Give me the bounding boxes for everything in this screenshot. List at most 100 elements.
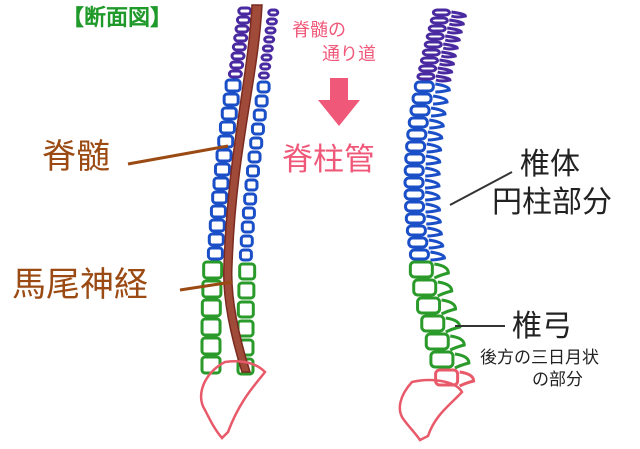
vertebral-arch xyxy=(427,226,443,238)
vertebral-body xyxy=(405,224,427,237)
vertebral-arch xyxy=(446,26,463,35)
annotation-line1: 脊髄の xyxy=(292,20,346,41)
vertebral-body xyxy=(408,248,430,261)
vertebral-body xyxy=(418,64,438,73)
vertebral-body xyxy=(227,69,243,79)
vertebral-body xyxy=(230,51,246,61)
vertebral-arch xyxy=(449,334,466,352)
vertebral-body xyxy=(429,350,455,369)
vertebral-body xyxy=(409,104,431,117)
vertebral-body xyxy=(215,148,233,163)
section-view-title: 【断面図】 xyxy=(62,6,173,31)
cauda-leader-line xyxy=(179,280,233,292)
annotation-line2: 通り道 xyxy=(322,44,376,65)
vertebral-arch xyxy=(426,214,442,226)
vertebral-arch xyxy=(424,190,441,202)
vertebral-body xyxy=(416,296,442,315)
vertebral-arch xyxy=(437,280,454,298)
vertebral-arch xyxy=(243,192,258,206)
vertebral-body xyxy=(233,33,249,43)
vertebral-arch xyxy=(427,130,444,142)
vertebral-arch xyxy=(425,154,442,166)
vertebral-body xyxy=(222,92,240,107)
vertebral-body xyxy=(431,8,451,17)
vertebral-body-label: 椎体 xyxy=(520,147,580,182)
vertebral-body xyxy=(200,317,222,337)
vertebral-arch xyxy=(426,142,443,154)
vertebral-body xyxy=(235,15,251,25)
vertebral-body xyxy=(211,190,229,205)
vertebral-body xyxy=(206,246,224,261)
vertebral-arch xyxy=(438,58,455,67)
vertebral-arch xyxy=(252,108,267,122)
vertebral-body xyxy=(220,106,238,121)
vertebral-arch xyxy=(264,26,277,35)
vertebral-body xyxy=(412,278,438,297)
vertebral-arch xyxy=(429,118,445,130)
vertebral-arch xyxy=(238,248,253,262)
vertebral-arch xyxy=(425,202,442,214)
vertebral-arch xyxy=(442,42,459,51)
vertebral-body xyxy=(420,314,446,333)
cord-leader-line xyxy=(127,144,229,166)
vertebral-arch xyxy=(435,74,452,83)
vertebral-arch xyxy=(435,82,451,94)
vertebral-arch xyxy=(267,8,280,17)
vertebral-body xyxy=(212,176,230,191)
vertebral-arch xyxy=(249,136,264,150)
vertebral-body xyxy=(407,116,429,129)
vertebral-body xyxy=(202,260,224,280)
vertebral-body xyxy=(201,279,223,299)
vertebral-body xyxy=(200,355,222,375)
vertebral-body xyxy=(405,140,427,153)
vertebral-body xyxy=(403,188,425,201)
vertebral-arch xyxy=(432,94,449,106)
spinal-cord xyxy=(222,4,263,373)
sacrum xyxy=(199,360,267,440)
vertebral-arch xyxy=(450,10,467,19)
vertebral-body xyxy=(411,92,433,105)
vertebral-body xyxy=(423,40,443,49)
vertebral-body xyxy=(421,48,441,57)
vertebral-arch xyxy=(240,220,255,234)
vertebral-body xyxy=(403,176,425,189)
arch-note-line2: の部分 xyxy=(532,370,583,390)
vertebral-body xyxy=(404,200,426,213)
vertebral-body xyxy=(419,56,439,65)
vertebral-arch xyxy=(238,262,257,281)
vertebral-body xyxy=(200,336,222,356)
vertebral-arch xyxy=(257,71,270,80)
vertebral-arch xyxy=(454,352,471,370)
vertebral-arch xyxy=(241,206,256,220)
vertebral-body xyxy=(237,6,253,16)
vertebral-body xyxy=(209,204,227,219)
vertebral-arch xyxy=(245,164,260,178)
vertebral-arch xyxy=(236,300,255,319)
vertebral-body xyxy=(224,78,242,93)
down-arrow-icon xyxy=(318,78,360,126)
vertebral-body xyxy=(218,120,236,135)
vertebral-arch xyxy=(458,370,476,388)
vertebral-body xyxy=(429,16,449,25)
vertebral-body xyxy=(425,32,445,41)
vertebral-arch xyxy=(425,166,441,178)
vertebral-arch xyxy=(430,106,447,118)
vertebral-arch xyxy=(433,262,450,280)
vertebral-body xyxy=(424,332,450,351)
vertebral-body xyxy=(213,162,231,177)
vertebral-arch xyxy=(247,150,262,164)
vertebral-arch xyxy=(254,94,269,108)
arch-note-line1: 後方の三日月状 xyxy=(480,348,599,368)
vertebral-arch xyxy=(444,34,461,43)
vertebral-arch xyxy=(260,53,273,62)
vertebral-body xyxy=(404,152,426,165)
vertebral-body xyxy=(406,128,428,141)
sectional-spine xyxy=(199,4,280,440)
body-leader-line xyxy=(449,171,513,206)
vertebral-arch xyxy=(261,44,274,53)
sacrum xyxy=(398,378,464,442)
vertebral-body xyxy=(416,72,436,81)
vertebral-arch xyxy=(448,18,465,27)
